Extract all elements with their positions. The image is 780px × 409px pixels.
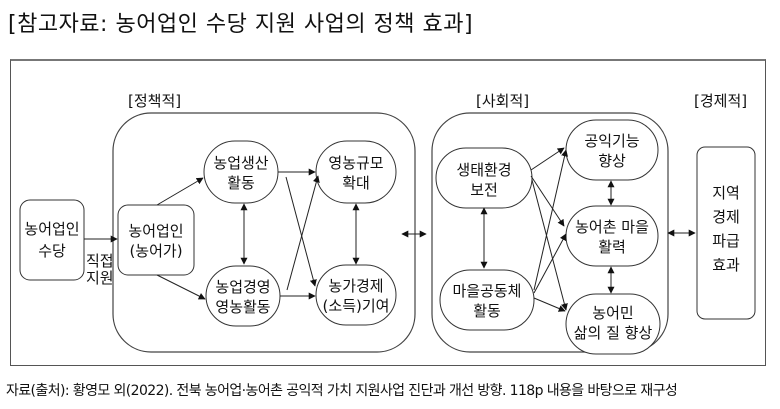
- arrow-farmers-production: [156, 177, 204, 206]
- group-label-economic: [경제적]: [694, 92, 747, 110]
- node-public-line1: 공익기능: [584, 132, 639, 150]
- node-regional-line4: 효과: [712, 256, 740, 274]
- edge-label-direct-2: 지원: [86, 269, 114, 287]
- node-allowance-line1: 농어업인: [24, 220, 79, 238]
- node-allowance: [19, 199, 85, 281]
- node-quality-of-life: [565, 293, 661, 355]
- arrow-ecology-qol: [531, 179, 568, 311]
- node-regional-line3: 파급: [712, 232, 740, 250]
- diagram-frame: [10, 59, 766, 366]
- node-production-line2: 활동: [227, 174, 255, 192]
- arrow-community-qol: [533, 297, 566, 312]
- node-scale-line2: 확대: [342, 174, 370, 192]
- node-community-line2: 활동: [473, 302, 501, 320]
- node-community: [439, 269, 535, 331]
- node-management: [205, 265, 281, 327]
- node-production: [203, 140, 279, 204]
- node-scale-line1: 영농규모: [328, 154, 383, 172]
- arrow-production-income: [285, 176, 317, 287]
- node-community-line1: 마을공동체: [452, 282, 521, 300]
- node-income-line2: (소득)기여: [323, 297, 390, 315]
- node-management-line1: 농업경영: [215, 278, 270, 296]
- arrow-ecology-vitality: [530, 175, 565, 227]
- node-qol-line1: 농어민: [592, 304, 633, 322]
- node-vitality-line1: 농어촌 마을: [575, 218, 649, 236]
- node-scale: [315, 140, 397, 204]
- arrow-farmers-management: [156, 274, 206, 300]
- page-title: [참고자료: 농어업인 수당 지원 사업의 정책 효과]: [8, 12, 474, 37]
- arrow-community-vitality: [533, 233, 567, 294]
- node-management-line2: 영농활동: [215, 298, 270, 316]
- edge-label-direct-1: 직접: [86, 252, 114, 270]
- node-production-line1: 농업생산: [213, 154, 268, 172]
- group-label-social: [사회적]: [476, 92, 529, 110]
- source-citation: 자료(출처): 황영모 외(2022). 전북 농어업·농어촌 공익적 가치 지…: [6, 383, 678, 399]
- node-allowance-line2: 수당: [38, 242, 66, 260]
- node-regional-line1: 지역: [712, 184, 740, 202]
- node-income-line1: 농가경제: [328, 277, 383, 295]
- node-ecology-line1: 생태환경: [456, 161, 511, 179]
- node-regional-economy: [696, 146, 756, 320]
- node-vitality-line2: 활력: [598, 238, 626, 256]
- node-qol-line2: 삶의 질 향상: [574, 324, 653, 342]
- node-public-function: [565, 119, 659, 181]
- node-village-vitality: [565, 205, 659, 267]
- node-farmers: [117, 204, 195, 276]
- node-regional-line2: 경제: [712, 208, 740, 226]
- group-label-policy: [정책적]: [128, 92, 181, 110]
- arrow-management-scale: [286, 175, 320, 291]
- node-ecology-line2: 보전: [470, 181, 498, 199]
- node-public-line2: 향상: [598, 152, 626, 170]
- arrow-community-public: [533, 149, 569, 291]
- node-farmers-line1: 농어업인: [128, 222, 183, 240]
- node-income: [315, 264, 397, 326]
- arrow-ecology-public: [530, 147, 565, 171]
- node-farmers-line2: (농어가): [129, 242, 182, 260]
